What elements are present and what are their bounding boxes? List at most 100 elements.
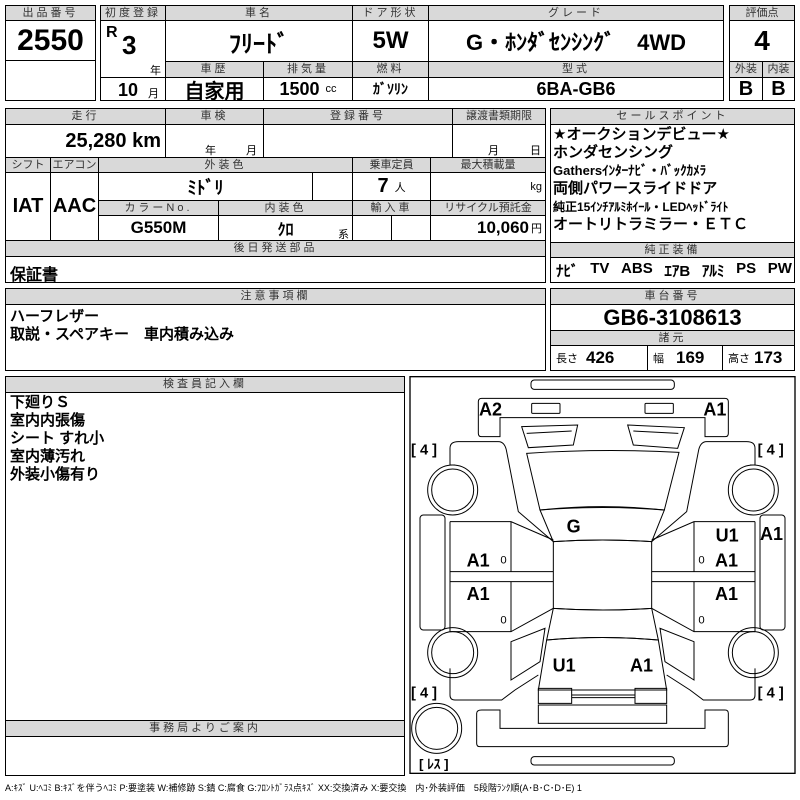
sales-point: 純正15ｲﾝﾁｱﾙﾐﾎｲｰﾙ・LEDﾍｯﾄﾞﾗｲﾄ [553, 200, 729, 214]
right-front-fender-shape [651, 441, 756, 543]
height-label: 高さ [728, 353, 750, 365]
equipment-item: ｱﾙﾐ [701, 263, 725, 280]
int-color-unit: 系 [338, 229, 349, 241]
equipment-list: ﾅﾋﾞ TV ABS ｴｱB ｱﾙﾐ PS PW [556, 260, 792, 281]
import-cell-2 [391, 215, 431, 241]
spare-wheel-shape [411, 702, 463, 754]
notes-label: 注意事項欄 [5, 288, 546, 305]
tire-tread-rl: [ 4 ] [411, 686, 437, 702]
equipment-item: PW [767, 260, 792, 277]
interior-label: 内装 [762, 61, 795, 78]
sales-points-label: セールスポイント [550, 108, 795, 125]
note-line: ハーフレザー [10, 308, 100, 325]
inspector-list: 下廻りＳ 室内内張傷 シート すれ小 室内薄汚れ 外装小傷有り [10, 394, 104, 484]
notes-list: ハーフレザー 取説・スペアキー 車内積み込み [10, 308, 234, 344]
front-panel-shape [477, 397, 729, 438]
damage-mark: A1 [715, 584, 738, 604]
lot-number: 2550 [5, 20, 96, 61]
reg-month: 10 [118, 80, 139, 100]
diagram-frame [409, 376, 796, 774]
transfer-label: 譲渡書類期限 [452, 108, 546, 125]
transfer-month-unit: 月 [488, 145, 499, 157]
right-rear-fender-shape [659, 627, 756, 701]
sales-point: Gathersｲﾝﾀｰﾅﾋﾞ・ﾊﾞｯｸｶﾒﾗ [553, 163, 707, 178]
inspection-month-unit: 月 [246, 145, 257, 157]
wheel-rr-shape [727, 627, 779, 679]
mileage: 25,280 km [5, 124, 166, 158]
note-line: 取説・スペアキー 車内積み込み [10, 326, 234, 343]
inspector-line: 外装小傷有り [10, 466, 101, 483]
capacity: 7 [377, 175, 389, 197]
left-rear-fender-shape [449, 627, 546, 701]
chassis-number: GB6-3108613 [550, 304, 795, 331]
sales-point: 両側パワースライドドア [553, 180, 718, 197]
door-handle-mark: 0 [698, 614, 704, 626]
rear-step-shape [530, 756, 675, 766]
right-doors-shape [651, 521, 756, 633]
height: 173 [754, 348, 783, 367]
inspector-label: 検査員記入欄 [5, 376, 405, 393]
front-bumper-shape [530, 379, 675, 390]
recycle-label: リサイクル預託金 [430, 200, 546, 216]
fuel-label: 燃料 [352, 61, 429, 78]
inspector-line: 室内内張傷 [10, 412, 86, 429]
reg-year: 3 [122, 30, 137, 60]
history: 自家用 [165, 77, 264, 101]
specs-label: 諸元 [550, 330, 795, 346]
chassis-label: 車台番号 [550, 288, 795, 305]
hood-shape [526, 450, 680, 511]
spare-tire-label: [ ﾚｽ ] [419, 756, 449, 771]
car-name: ﾌﾘｰﾄﾞ [165, 20, 353, 62]
inspector-line: 室内薄汚れ [10, 448, 86, 465]
windshield-shape [539, 506, 666, 543]
wheel-fl-shape [427, 464, 479, 516]
back-door-shape [537, 637, 668, 691]
yen-unit: 円 [531, 223, 542, 235]
sales-point: ホンダセンシング [553, 144, 674, 161]
equipment-item: ABS [621, 260, 653, 277]
width: 169 [676, 348, 705, 367]
damage-mark: A1 [467, 584, 490, 604]
first-reg-label: 初度登録 [100, 5, 166, 21]
later-parts-label: 後日発送部品 [5, 240, 546, 257]
equipment-item: ｴｱB [664, 263, 691, 280]
ac-label: エアコン [50, 157, 99, 173]
sales-points-list: ★オークションデビュー★ ホンダセンシング Gathersｲﾝﾀｰﾅﾋﾞ・ﾊﾞｯ… [553, 126, 793, 234]
exterior-color: ﾐﾄﾞﾘ [98, 172, 313, 201]
air-conditioner: AAC [50, 172, 99, 241]
displacement: 1500 [279, 78, 320, 99]
wheel-fr-shape [727, 464, 779, 516]
length: 426 [586, 348, 615, 367]
sales-point: オートリトラミラー・ＥＴＣ [553, 216, 749, 233]
later-parts: 保証書 [10, 267, 59, 284]
tire-tread-rr: [ 4 ] [758, 686, 784, 702]
car-name-label: 車名 [165, 5, 353, 21]
rear-bumper-shape [476, 709, 729, 748]
right-side-step-shape [759, 514, 786, 631]
inspector-line: シート すれ小 [10, 430, 105, 447]
car-damage-diagram: A2 A1 G U1 A1 A1 A1 A1 A1 U1 A1 0 0 0 0 … [409, 376, 796, 774]
tire-tread-fl: [ 4 ] [411, 442, 437, 458]
year-unit: 年 [150, 65, 161, 77]
interior-color: ｸﾛ [218, 215, 353, 241]
color-number: G550M [98, 215, 219, 241]
mileage-label: 走行 [5, 108, 166, 125]
front-glass-right-shape [626, 424, 686, 449]
month-unit: 月 [148, 88, 159, 100]
headlight-right-shape [644, 402, 674, 414]
door-type: 5W [352, 20, 429, 62]
damage-mark: A1 [715, 551, 738, 571]
office-label: 事務局よりご案内 [5, 720, 405, 737]
grade: G・ﾎﾝﾀﾞｾﾝｼﾝｸﾞ 4WD [428, 20, 724, 62]
overall-score: 4 [729, 20, 795, 62]
roof-shape [552, 539, 653, 611]
import-label: 輸入車 [352, 200, 431, 216]
damage-mark: U1 [553, 656, 576, 676]
sales-point: ★オークションデビュー★ [553, 126, 730, 143]
tire-tread-fr: [ 4 ] [758, 442, 784, 458]
door-handle-mark: 0 [500, 614, 506, 626]
grade-label: グレード [428, 5, 724, 21]
displacement-label: 排気量 [263, 61, 353, 78]
door-handle-mark: 0 [500, 554, 506, 566]
equipment-item: PS [736, 260, 757, 277]
